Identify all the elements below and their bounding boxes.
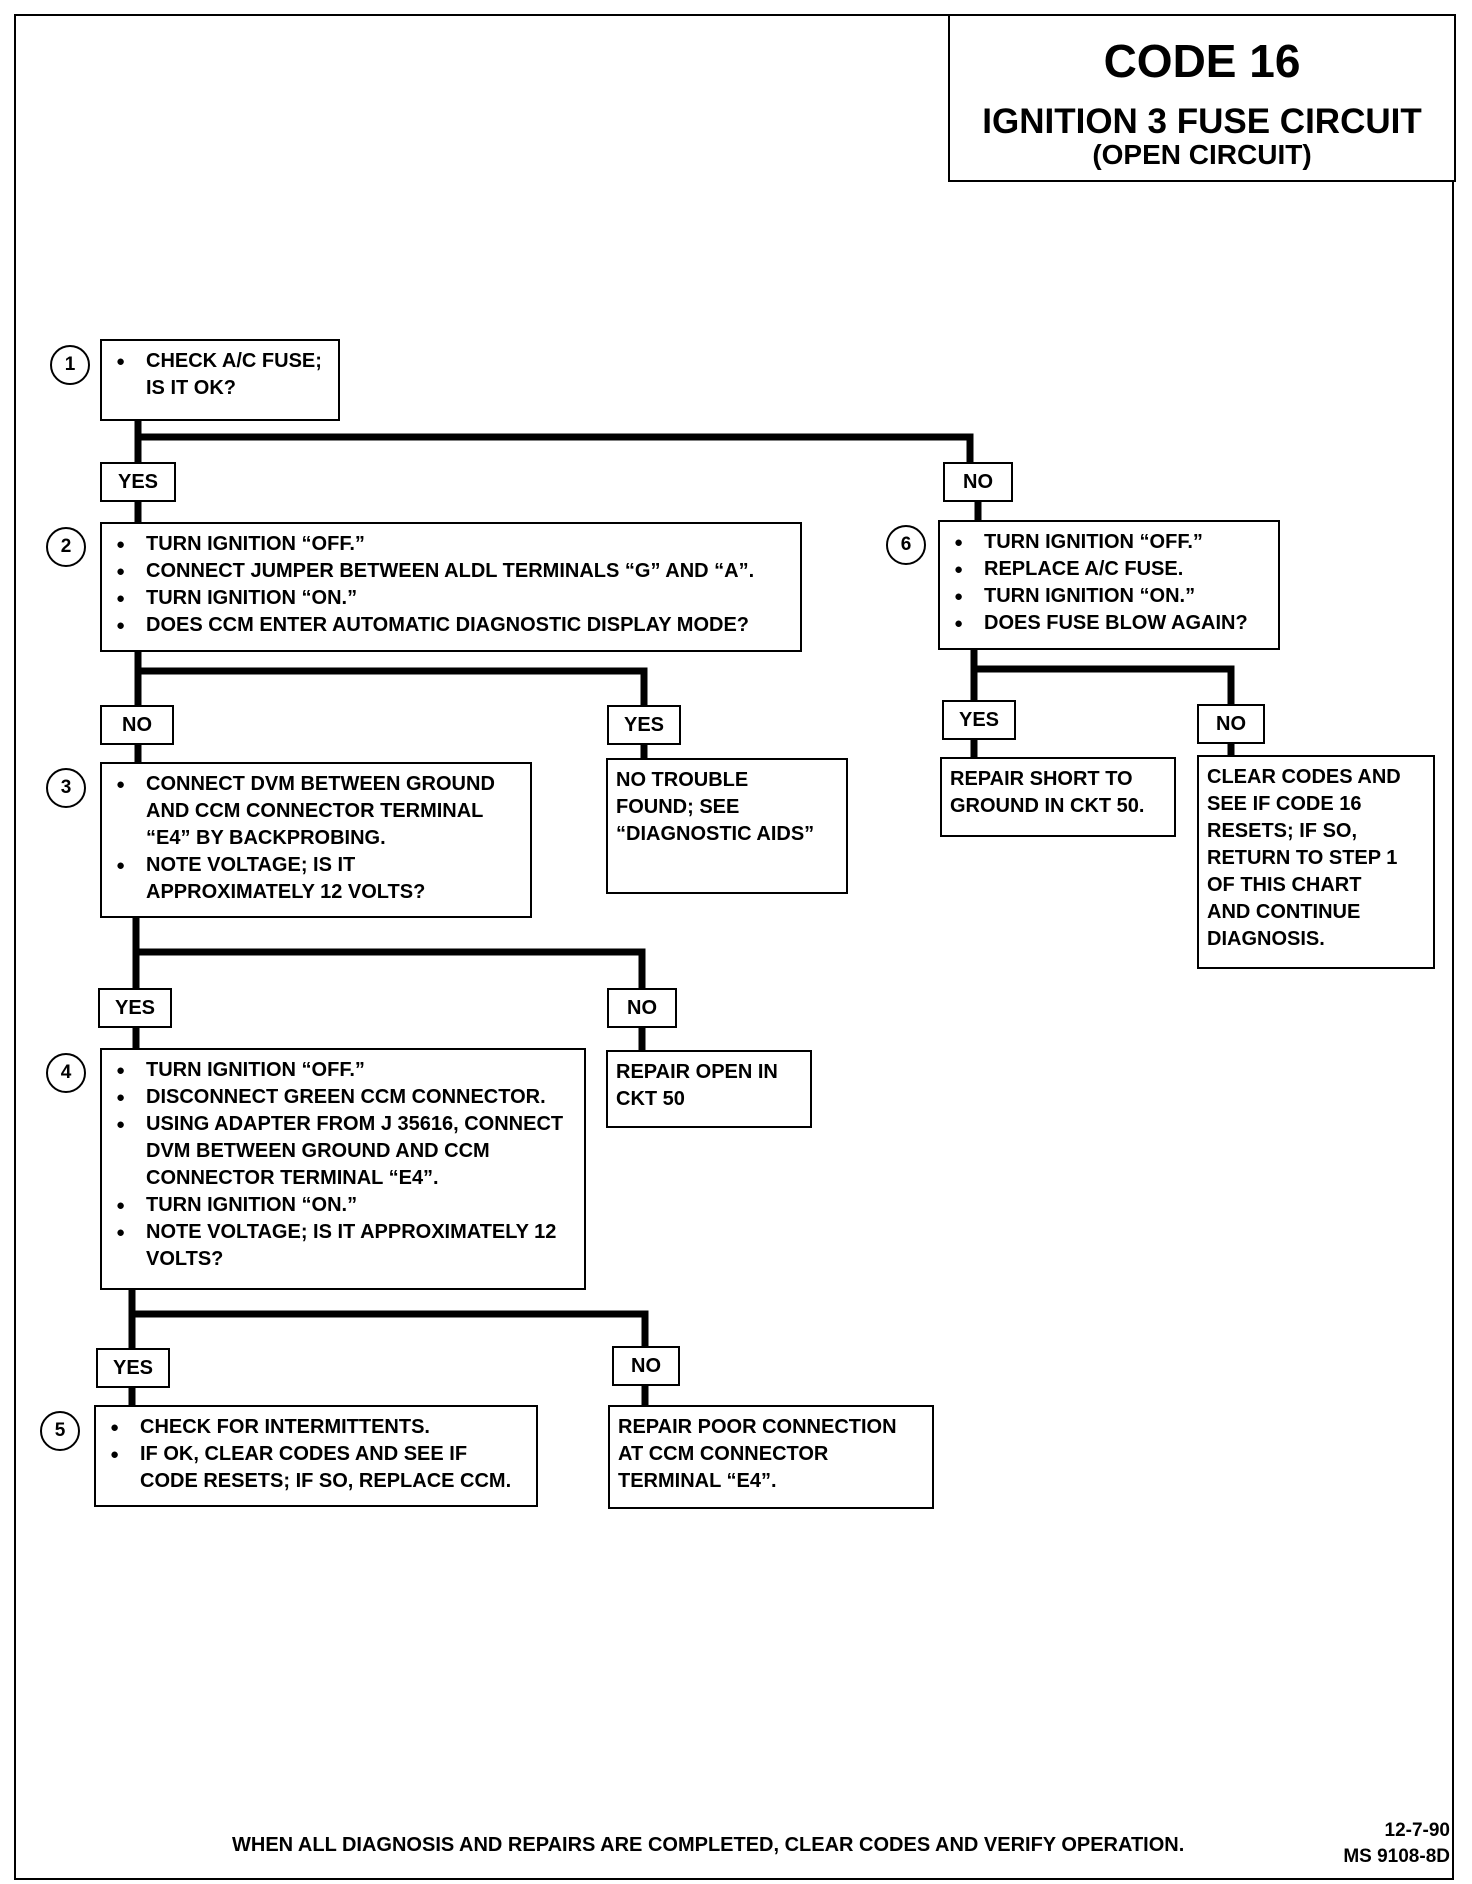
repair-poor-connection-box: REPAIR POOR CONNECTION AT CCM CONNECTOR … — [608, 1405, 934, 1509]
code-title: CODE 16 — [1103, 35, 1301, 87]
step-4-item: NOTE VOLTAGE; IS IT APPROXIMATELY 12 VOL… — [110, 1219, 576, 1273]
step-2-marker: 2 — [46, 527, 86, 567]
no-trouble-found-box: NO TROUBLE FOUND; SEE “DIAGNOSTIC AIDS” — [606, 758, 848, 894]
step-6-item: REPLACE A/C FUSE. — [948, 556, 1270, 583]
step-2-box: TURN IGNITION “OFF.” CONNECT JUMPER BETW… — [100, 522, 802, 652]
no-label-step-1: NO — [943, 462, 1013, 502]
step-6-item: TURN IGNITION “OFF.” — [948, 529, 1270, 556]
step-5-item: IF OK, CLEAR CODES AND SEE IF CODE RESET… — [104, 1441, 528, 1495]
footer-doc-info: 12-7-90 MS 9108-8D — [1320, 1818, 1450, 1870]
step-2-item: DOES CCM ENTER AUTOMATIC DIAGNOSTIC DISP… — [110, 612, 792, 639]
step-3-box: CONNECT DVM BETWEEN GROUND AND CCM CONNE… — [100, 762, 532, 918]
yes-label-step-4: YES — [96, 1348, 170, 1388]
step-1-box: CHECK A/C FUSE; IS IT OK? — [100, 339, 340, 421]
yes-label-step-2: YES — [607, 705, 681, 745]
step-5-marker: 5 — [40, 1411, 80, 1451]
step-4-item: TURN IGNITION “ON.” — [110, 1192, 576, 1219]
footer-note: WHEN ALL DIAGNOSIS AND REPAIRS ARE COMPL… — [232, 1834, 1185, 1856]
step-6-box: TURN IGNITION “OFF.” REPLACE A/C FUSE. T… — [938, 520, 1280, 650]
step-3-item: CONNECT DVM BETWEEN GROUND AND CCM CONNE… — [110, 771, 522, 852]
footer-date: 12-7-90 — [1384, 1820, 1451, 1841]
step-6-marker: 6 — [886, 525, 926, 565]
step-5-item: CHECK FOR INTERMITTENTS. — [104, 1414, 528, 1441]
no-label-step-6: NO — [1197, 704, 1265, 744]
repair-open-box: REPAIR OPEN IN CKT 50 — [606, 1050, 812, 1128]
step-2-item: CONNECT JUMPER BETWEEN ALDL TERMINALS “G… — [110, 558, 792, 585]
step-6-item: TURN IGNITION “ON.” — [948, 583, 1270, 610]
yes-label-step-1: YES — [100, 462, 176, 502]
no-label-step-2: NO — [100, 705, 174, 745]
step-2-item: TURN IGNITION “OFF.” — [110, 531, 792, 558]
step-5-box: CHECK FOR INTERMITTENTS. IF OK, CLEAR CO… — [94, 1405, 538, 1507]
no-label-step-4: NO — [612, 1346, 680, 1386]
step-4-marker: 4 — [46, 1053, 86, 1093]
step-3-marker: 3 — [46, 768, 86, 808]
step-1-text: CHECK A/C FUSE; IS IT OK? — [110, 348, 330, 402]
circuit-title: IGNITION 3 FUSE CIRCUIT — [982, 102, 1422, 141]
step-2-item: TURN IGNITION “ON.” — [110, 585, 792, 612]
step-3-item: NOTE VOLTAGE; IS IT APPROXIMATELY 12 VOL… — [110, 852, 522, 906]
title-block: CODE 16 IGNITION 3 FUSE CIRCUIT (OPEN CI… — [948, 14, 1456, 182]
step-4-item: USING ADAPTER FROM J 35616, CONNECT DVM … — [110, 1111, 576, 1192]
footer-doc-id: MS 9108-8D — [1343, 1846, 1450, 1867]
step-4-box: TURN IGNITION “OFF.” DISCONNECT GREEN CC… — [100, 1048, 586, 1290]
repair-short-box: REPAIR SHORT TO GROUND IN CKT 50. — [940, 757, 1176, 837]
yes-label-step-3: YES — [98, 988, 172, 1028]
step-4-item: DISCONNECT GREEN CCM CONNECTOR. — [110, 1084, 576, 1111]
clear-codes-box: CLEAR CODES AND SEE IF CODE 16 RESETS; I… — [1197, 755, 1435, 969]
page-frame — [14, 14, 1454, 1880]
step-1-marker: 1 — [50, 345, 90, 385]
circuit-condition: (OPEN CIRCUIT) — [1092, 139, 1312, 170]
yes-label-step-6: YES — [942, 700, 1016, 740]
step-6-item: DOES FUSE BLOW AGAIN? — [948, 610, 1270, 637]
no-label-step-3: NO — [607, 988, 677, 1028]
step-4-item: TURN IGNITION “OFF.” — [110, 1057, 576, 1084]
